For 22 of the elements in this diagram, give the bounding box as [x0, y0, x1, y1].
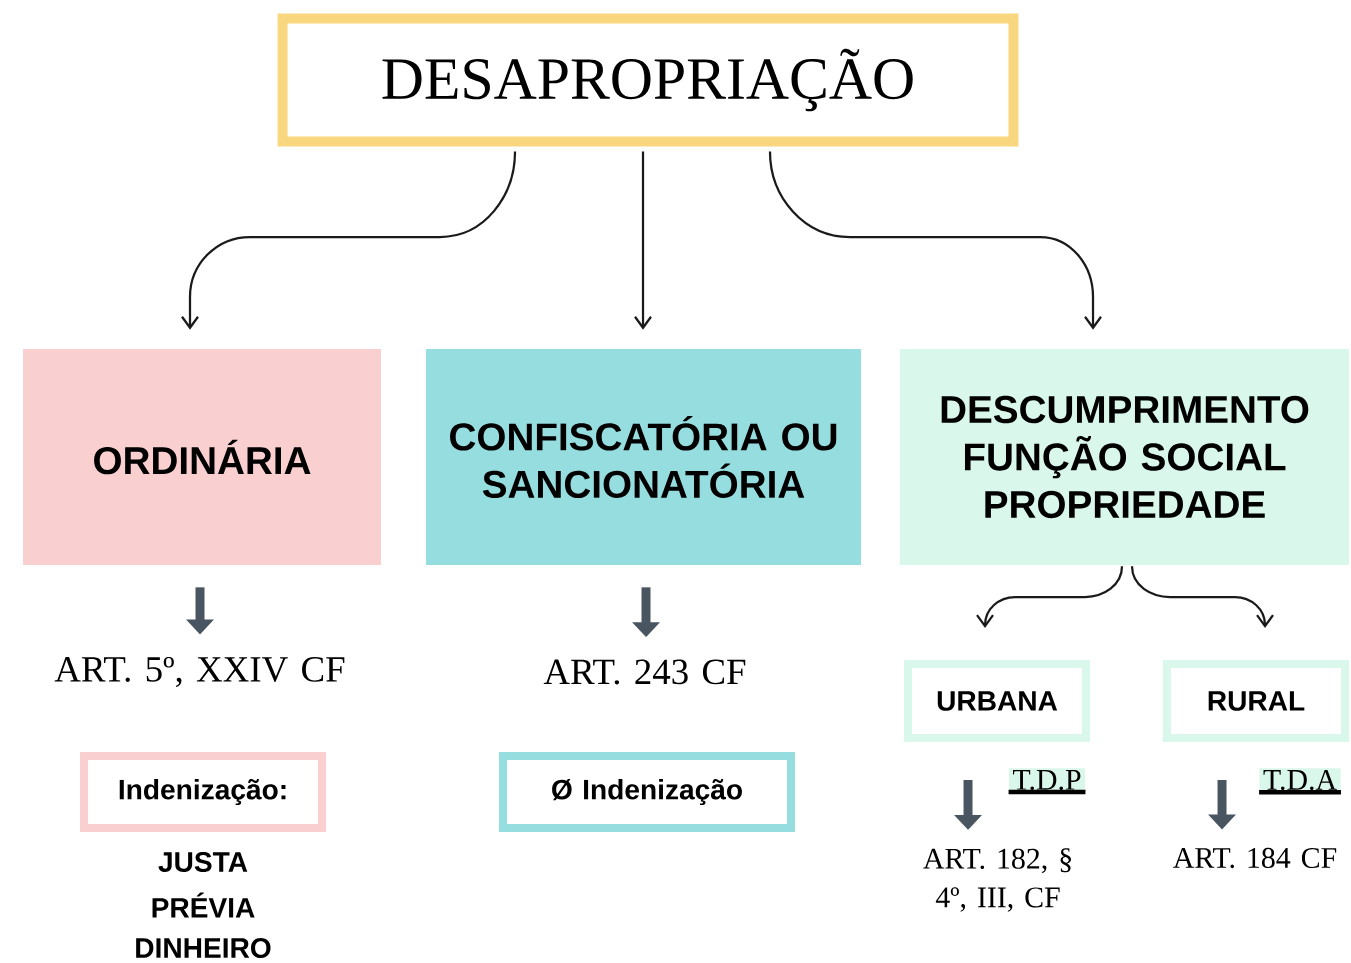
underlined-label: T.D.P — [1008, 768, 1086, 795]
article-reference: ART. 182, § 4º, III, CF — [923, 848, 1071, 912]
indemnity-box: Ø Indenização — [499, 752, 795, 832]
category-box: ORDINÁRIA — [23, 349, 381, 565]
criterion-text: DINHEIRO — [136, 938, 271, 958]
type-box: RURAL — [1163, 660, 1349, 742]
type-box: URBANA — [904, 660, 1090, 742]
article-reference: ART. 184 CF — [1173, 847, 1337, 869]
arrow — [634, 151, 652, 330]
title-box: DESAPROPRIAÇÃO — [277, 13, 1019, 147]
criterion-text: PRÉVIA — [152, 892, 255, 918]
category-box: DESCUMPRIMENTO FUNÇÃO SOCIAL PROPRIEDADE — [900, 349, 1349, 565]
article-reference: ART. 243 CF — [543, 659, 746, 685]
article-reference: ART. 5º, XXIV CF — [54, 656, 345, 688]
arrow — [768, 151, 1102, 330]
category-box: CONFISCATÓRIA OU SANCIONATÓRIA — [426, 349, 861, 565]
arrow — [1130, 566, 1274, 629]
arrow — [181, 151, 517, 330]
arrow — [976, 566, 1124, 629]
criterion-text: JUSTA — [158, 852, 248, 872]
underlined-label: T.D.A — [1259, 768, 1341, 795]
indemnity-box: Indenização: — [80, 752, 326, 832]
